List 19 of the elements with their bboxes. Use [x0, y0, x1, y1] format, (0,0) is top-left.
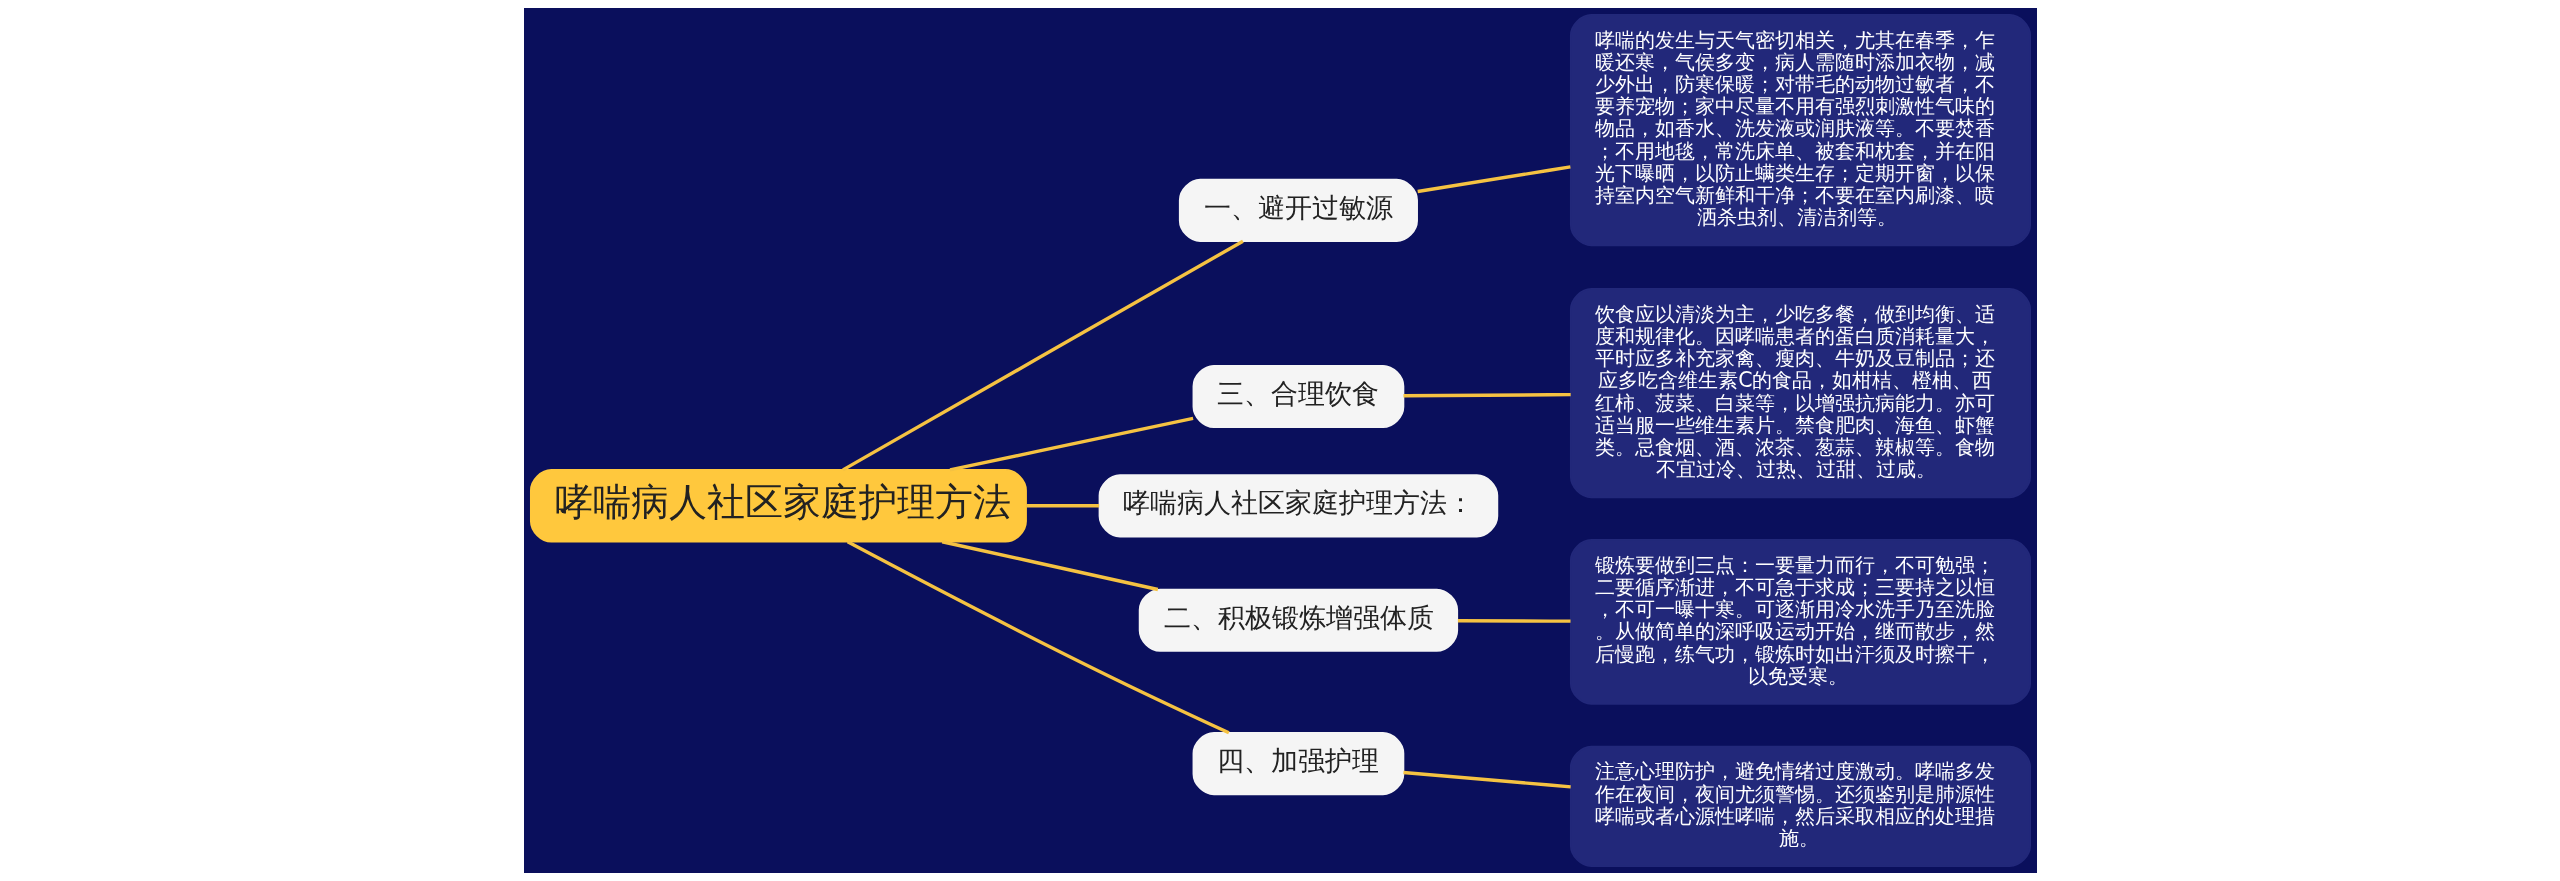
- connector: [1457, 619, 1571, 623]
- node-box: 三、合理饮食: [1192, 364, 1404, 429]
- connector: [841, 239, 1244, 472]
- connector: [941, 540, 1158, 592]
- node-box: 注意心理防护，避免情绪过度激动。哮喘多发作在夜间，夜间尤须警惕。还须鉴别是肺源性哮喘或者心源性哮喘，然后采取相应的处理措施。: [1569, 745, 2031, 867]
- node-box: 一、避开过敏源: [1178, 178, 1418, 242]
- connector: [1402, 392, 1571, 398]
- node-box: 锻炼要做到三点：一要量力而行，不可勉强；二要循序渐进，不可急于求成；三要持之以恒，不可一曝十寒。可逐渐用冷水洗手乃至洗脸。从做简单的深呼吸运动开始，继而散步，然后慢跑，练气功，锻炼时如出汗须及时擦干，以免受寒。: [1569, 539, 2031, 705]
- node-box: 二、积极锻炼增强体质: [1138, 588, 1458, 652]
- node-box: 哮喘的发生与天气密切相关，尤其在春季，乍暖还寒，气侯多变，病人需随时添加衣物，减少外出，防寒保暖；对带毛的动物过敏者，不要养宠物；家中尽量不用有强烈刺激性气味的物品，如香水、洗发液或润肤液等。不要焚香；不用地毯，常洗床单、被套和枕套，并在阳光下曝晒，以防止螨类生存；定期开窗，以保持室内空气新鲜和干净；不要在室内刷漆、喷洒杀虫剂、清洁剂等。: [1569, 14, 2031, 247]
- connector: [1416, 165, 1571, 194]
- node-box: 四、加强护理: [1192, 732, 1404, 796]
- node-box: 哮喘病人社区家庭护理方法: [529, 469, 1027, 543]
- node-box: 饮食应以清淡为主，少吃多餐，做到均衡、适度和规律化。因哮喘患者的蛋白质消耗量大，平时应多补充家禽、瘦肉、牛奶及豆制品；还应多吃含维生素C的食品，如柑桔、橙柚、西红柿、菠菜、白菜等，以增强抗病能力。亦可适当服一些维生素片。禁食肥肉、海鱼、虾蟹类。忌食烟、酒、浓茶、葱蒜、辣椒等。食物不宜过冷、过热、过甜、过咸。: [1569, 288, 2031, 499]
- connector: [846, 540, 1230, 735]
- connector: [949, 416, 1193, 472]
- connector: [1402, 770, 1571, 789]
- connector: [1025, 504, 1099, 508]
- node-box: 哮喘病人社区家庭护理方法：: [1098, 474, 1498, 538]
